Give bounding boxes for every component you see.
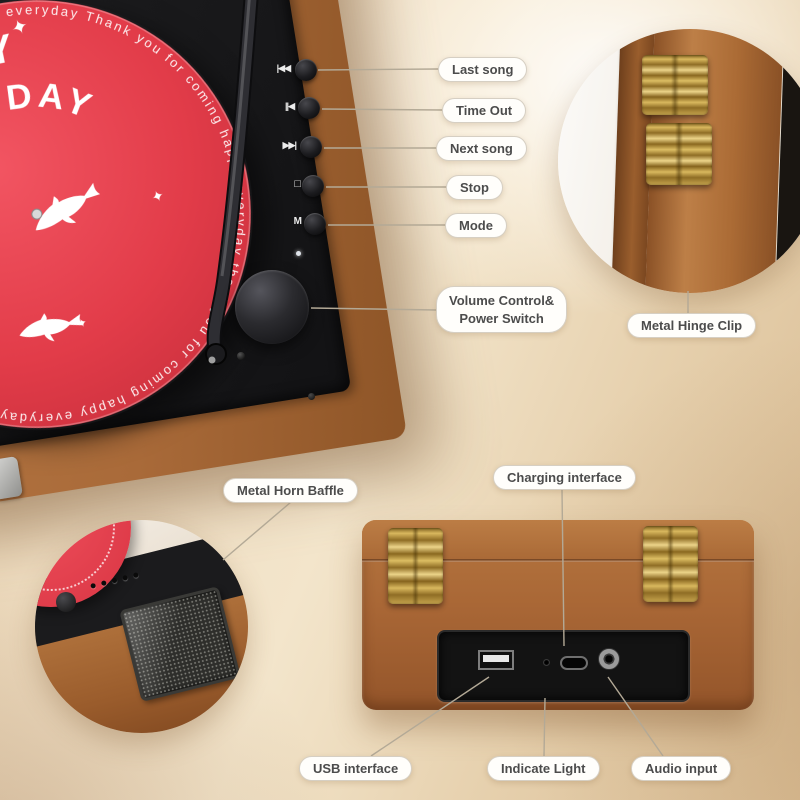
io-panel xyxy=(437,630,690,702)
next-song-icon: ▶▶| xyxy=(282,140,297,150)
callout-volume-line1: Volume Control& xyxy=(449,293,555,308)
time-out-icon: ||◀ xyxy=(285,101,295,111)
usb-c-charging-port xyxy=(560,656,588,670)
shark-graphic xyxy=(19,313,83,342)
volume-knob-small xyxy=(56,592,77,613)
callout-audio-input: Audio input xyxy=(631,756,732,781)
callout-metal-hinge-clip: Metal Hinge Clip xyxy=(627,313,757,338)
callout-usb-interface: USB interface xyxy=(299,756,413,781)
spindle xyxy=(31,208,43,220)
star-icon: ✦ xyxy=(149,187,167,208)
turntable-body: happy everyday thank you for coming happ… xyxy=(0,0,408,516)
metal-hinge-right xyxy=(643,526,698,602)
deck-screw xyxy=(308,393,315,400)
hinge-detail-inset xyxy=(558,29,800,293)
callout-indicate-light: Indicate Light xyxy=(487,756,600,781)
callout-last-song: Last song xyxy=(438,57,528,82)
last-song-icon: |◀◀ xyxy=(276,63,291,73)
callout-next-song: Next song xyxy=(436,136,527,161)
deck-screw xyxy=(237,352,245,360)
callout-time-out: Time Out xyxy=(442,98,527,123)
speaker-detail-inset xyxy=(35,520,248,733)
volume-knob xyxy=(235,270,309,344)
last-song-button xyxy=(295,59,317,81)
indicator-light-hole xyxy=(543,659,550,666)
callout-charging-interface: Charging interface xyxy=(493,465,636,490)
mode-icon: M xyxy=(293,216,302,227)
power-led xyxy=(296,251,301,256)
time-out-button xyxy=(298,97,320,119)
lid-seam xyxy=(362,559,754,562)
audio-input-jack xyxy=(598,648,620,670)
callout-stop: Stop xyxy=(446,175,503,200)
metal-hinge-left xyxy=(388,528,443,604)
usb-port xyxy=(478,650,514,670)
stop-button xyxy=(302,175,324,197)
stop-icon: □ xyxy=(294,178,301,190)
callout-mode: Mode xyxy=(445,213,507,238)
callout-volume-line2: Power Switch xyxy=(459,310,544,326)
mode-button xyxy=(304,213,326,235)
callout-metal-horn-baffle: Metal Horn Baffle xyxy=(223,478,358,503)
metal-hinge-clip xyxy=(646,123,712,185)
shark-graphic xyxy=(35,182,101,231)
callout-volume: Volume Control& Power Switch xyxy=(436,286,568,334)
metal-hinge-clip xyxy=(642,55,708,115)
back-view xyxy=(362,520,754,710)
next-song-button xyxy=(300,136,322,158)
